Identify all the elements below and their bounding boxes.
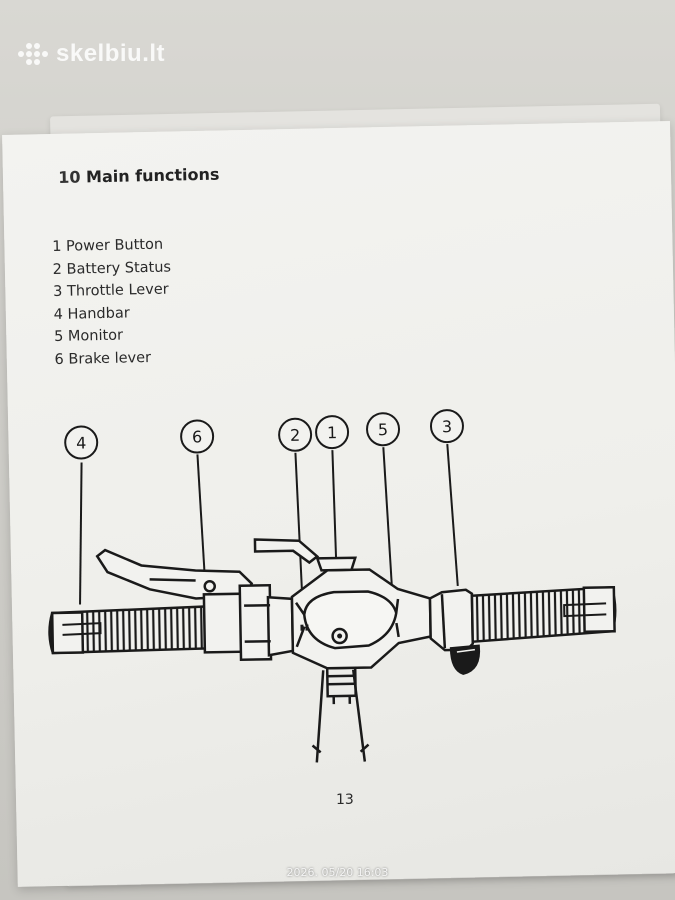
callout-1: 1 [315, 415, 350, 450]
leader-line-6 [196, 454, 206, 573]
right-grip [470, 585, 617, 644]
callout-2: 2 [278, 417, 313, 452]
section-number: 10 [58, 167, 81, 187]
watermark: skelbiu.lt [18, 40, 165, 68]
throttle-housing [428, 588, 475, 652]
callout-label: 1 [327, 423, 338, 442]
leader-line-3 [446, 444, 459, 587]
legend-item: 4 Handbar [53, 304, 130, 323]
section-title-text: Main functions [85, 164, 220, 187]
watermark-text: skelbiu.lt [56, 40, 166, 67]
power-button-icon [331, 627, 348, 645]
callout-3: 3 [429, 409, 464, 444]
callout-label: 3 [442, 417, 453, 436]
photo-timestamp: 2026. 05/20 16:03 [286, 866, 389, 879]
battery-status-icon [300, 624, 309, 631]
callout-label: 6 [192, 427, 203, 446]
legend-item: 1 Power Button [52, 236, 164, 255]
skelbiu-logo-icon [18, 41, 48, 67]
handlebar-diagram: 4 6 2 1 5 3 [48, 409, 617, 763]
leader-line-4 [79, 462, 83, 605]
brake-housing [202, 583, 295, 662]
callout-label: 4 [76, 433, 87, 452]
callout-6: 6 [180, 419, 215, 454]
legend-item: 5 Monitor [53, 327, 124, 345]
leader-line-5 [382, 447, 393, 585]
callout-5: 5 [366, 412, 401, 447]
left-grip [48, 604, 217, 655]
callout-label: 2 [290, 426, 301, 445]
stem-clamp [325, 666, 357, 705]
monitor-body [290, 556, 432, 670]
page-number: 13 [336, 792, 354, 808]
upper-lever [253, 538, 320, 565]
function-legend: 1 Power Button 2 Battery Status 3 Thrott… [52, 234, 173, 371]
callout-4: 4 [64, 425, 99, 460]
callout-label: 5 [378, 420, 389, 439]
legend-item: 2 Battery Status [52, 259, 172, 278]
legend-item: 6 Brake lever [54, 349, 152, 368]
section-title: 10 Main functions [58, 165, 220, 187]
legend-item: 3 Throttle Lever [53, 281, 169, 300]
throttle-lever [449, 644, 481, 675]
brake-lever [95, 548, 254, 600]
